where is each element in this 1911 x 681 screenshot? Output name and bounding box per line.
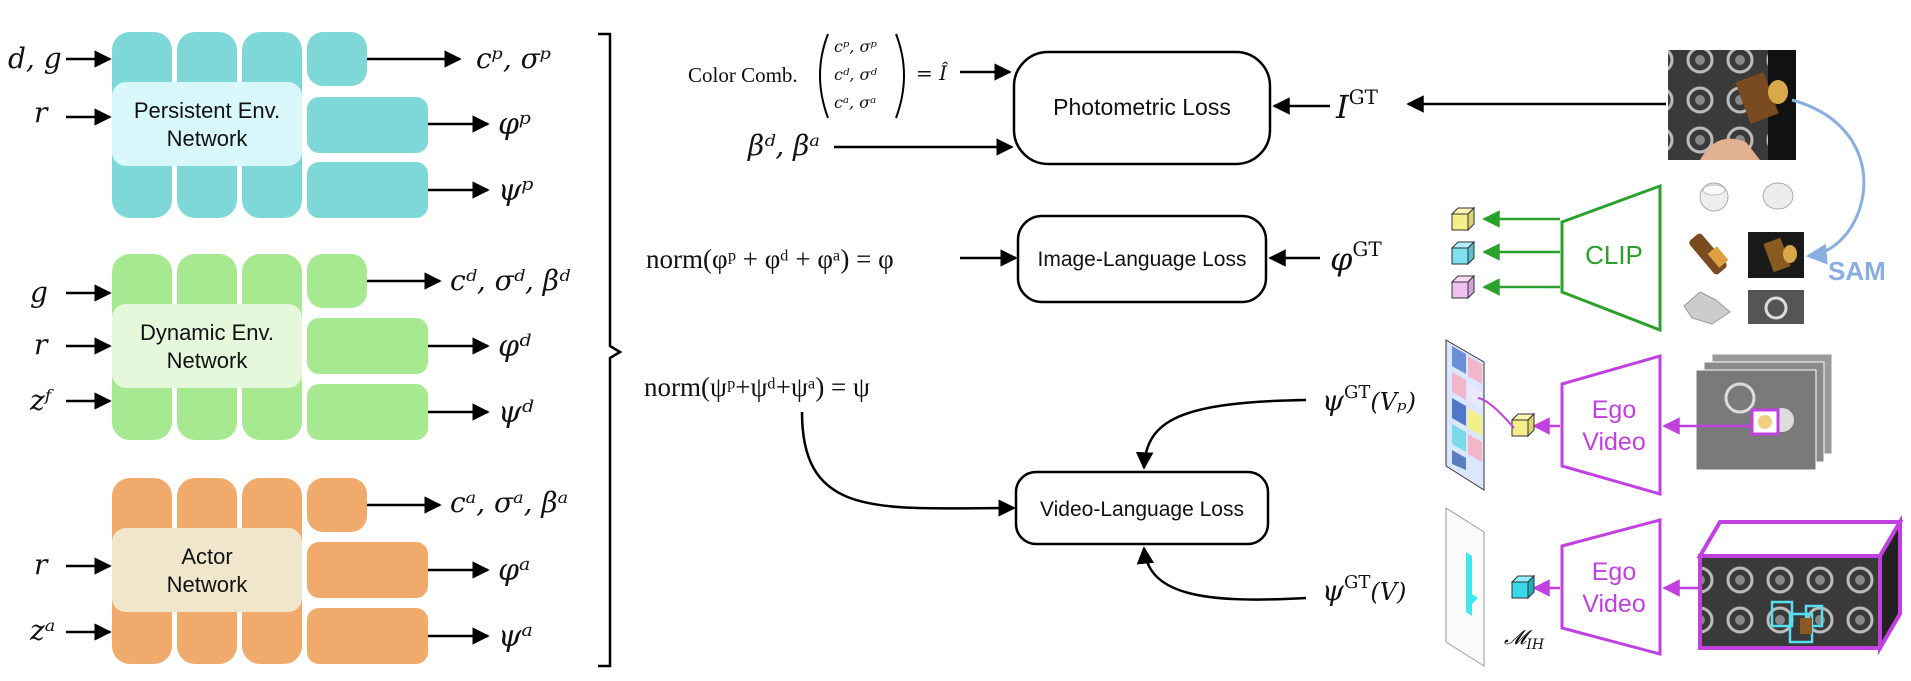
feature-map-grid [1445, 339, 1485, 491]
dynamic-input-r: r [34, 328, 49, 361]
feature-cube-mih [1510, 574, 1536, 600]
video-language-loss-box: Video-Language Loss [1014, 470, 1270, 546]
persistent-label-line1: Persistent Env. [134, 98, 280, 123]
gt-psi-v-label: ψGT(V) [1322, 572, 1406, 607]
crop-5 [1683, 291, 1731, 325]
matrix-row-1: cᵖ, σᵖ [834, 37, 877, 56]
interaction-heatmap-plane [1445, 507, 1485, 667]
ego-video-encoder-1 [1560, 354, 1662, 496]
image-language-loss-box: Image-Language Loss [1016, 214, 1268, 304]
ego-video-2-line2: Video [1582, 590, 1646, 618]
color-combination: Color Comb. cᵖ, σᵖ cᵈ, σᵈ cᵃ, σᵃ = Î βᵈ,… [688, 33, 1014, 162]
mih-label: 𝓜IH [1504, 625, 1545, 653]
color-comb-label: Color Comb. [688, 63, 798, 87]
dynamic-label-box [112, 304, 302, 388]
persistent-input-dg: d, g [8, 42, 62, 75]
actor-head-2 [307, 542, 428, 598]
sam-label: SAM [1828, 256, 1886, 286]
crop-6 [1748, 290, 1804, 324]
persistent-network: Persistent Env. Network d, g r cᵖ, σᵖ φᵖ… [8, 32, 551, 218]
feature-cube-pink [1450, 274, 1476, 300]
image-language-loss-label: Image-Language Loss [1038, 248, 1247, 271]
matrix-equals-ihat: = Î [916, 61, 949, 85]
matrix-row-2: cᵈ, σᵈ [834, 65, 877, 84]
dynamic-label-line1: Dynamic Env. [140, 320, 274, 345]
arrow-sam [1791, 98, 1866, 265]
gt-image-label: IGT [1335, 85, 1379, 126]
arrow-psi-video-language [800, 411, 1016, 517]
dynamic-output-c-sigma-beta: cᵈ, σᵈ, βᵈ [450, 264, 571, 297]
ego-video-1-line2: Video [1582, 428, 1646, 456]
arrow-query-grid [1477, 397, 1515, 429]
outputs-brace [598, 32, 623, 668]
persistent-head-2 [307, 97, 428, 153]
dynamic-input-zf: zᶠ [29, 384, 55, 417]
dynamic-head-3 [307, 384, 428, 440]
clip-label: CLIP [1585, 240, 1643, 270]
beta-d-a: βᵈ, βᵃ [747, 129, 820, 162]
persistent-output-psi: ψᵖ [498, 173, 534, 208]
persistent-output-phi: φᵖ [498, 107, 531, 142]
crop-1 [1699, 182, 1729, 212]
ego-video-1-line1: Ego [1592, 396, 1636, 424]
actor-output-phi: φᵃ [498, 553, 530, 588]
dynamic-output-psi: ψᵈ [498, 395, 534, 430]
arrow-psi-vp-video-language [1135, 398, 1307, 470]
feature-cube-cyan [1450, 240, 1476, 266]
actor-output-c-sigma-beta: cᵃ, σᵃ, βᵃ [450, 486, 568, 519]
video-language-loss-label: Video-Language Loss [1040, 498, 1244, 521]
matrix-row-3: cᵃ, σᵃ [834, 93, 876, 112]
actor-label-box [112, 528, 302, 612]
persistent-label-line2: Network [167, 126, 249, 151]
dynamic-output-phi: φᵈ [498, 329, 531, 364]
actor-input-r: r [34, 548, 49, 581]
phi-combination: norm(φᵖ + φᵈ + φᵃ) = φ [646, 244, 1018, 274]
crop-3 [1689, 233, 1729, 275]
video-frames-stack-1 [1695, 353, 1833, 471]
ego-video-encoder-2 [1560, 518, 1662, 656]
phi-norm-equation: norm(φᵖ + φᵈ + φᵃ) = φ [646, 244, 894, 274]
dynamic-head-2 [307, 318, 428, 374]
kitchen-frame-image [1668, 50, 1796, 160]
sam-crop-grid [1683, 178, 1804, 325]
actor-label-line2: Network [167, 572, 249, 597]
dynamic-input-g: g [30, 276, 48, 309]
actor-label-line1: Actor [181, 544, 232, 569]
crop-2 [1760, 178, 1796, 214]
crop-4 [1748, 232, 1804, 278]
gt-phi-label: φGT [1330, 237, 1382, 278]
actor-head-1 [307, 478, 367, 532]
matrix-left-paren [819, 33, 829, 119]
persistent-output-c-sigma: cᵖ, σᵖ [476, 42, 551, 75]
ego-video-2-line1: Ego [1592, 558, 1636, 586]
gt-psi-vp-label: ψGT(Vₚ) [1322, 382, 1416, 417]
photometric-loss-box: Photometric Loss [1012, 50, 1272, 166]
feature-cube-query [1510, 412, 1536, 438]
actor-output-psi: ψᵃ [498, 619, 533, 654]
psi-combination: norm(ψᵖ+ψᵈ+ψᵃ) = ψ [644, 372, 1016, 517]
arrow-psi-v-video-language [1136, 546, 1307, 601]
dynamic-label-line2: Network [167, 348, 249, 373]
dynamic-head-1 [307, 254, 367, 308]
video-volume-stack-2 [1696, 514, 1904, 656]
persistent-label-box [112, 82, 302, 166]
persistent-input-r: r [34, 96, 49, 129]
dynamic-network: Dynamic Env. Network g r zᶠ cᵈ, σᵈ, βᵈ φ… [29, 254, 571, 440]
persistent-head-3 [307, 162, 428, 218]
actor-network: Actor Network r zᵃ cᵃ, σᵃ, βᵃ φᵃ ψᵃ [29, 478, 568, 664]
actor-input-za: zᵃ [29, 614, 55, 647]
clip-encoder [1560, 183, 1662, 333]
matrix-right-paren [895, 33, 905, 119]
persistent-head-1 [307, 32, 367, 86]
photometric-loss-label: Photometric Loss [1053, 94, 1231, 120]
actor-head-3 [307, 608, 428, 664]
feature-cube-yellow [1450, 206, 1476, 232]
psi-norm-equation: norm(ψᵖ+ψᵈ+ψᵃ) = ψ [644, 372, 870, 402]
